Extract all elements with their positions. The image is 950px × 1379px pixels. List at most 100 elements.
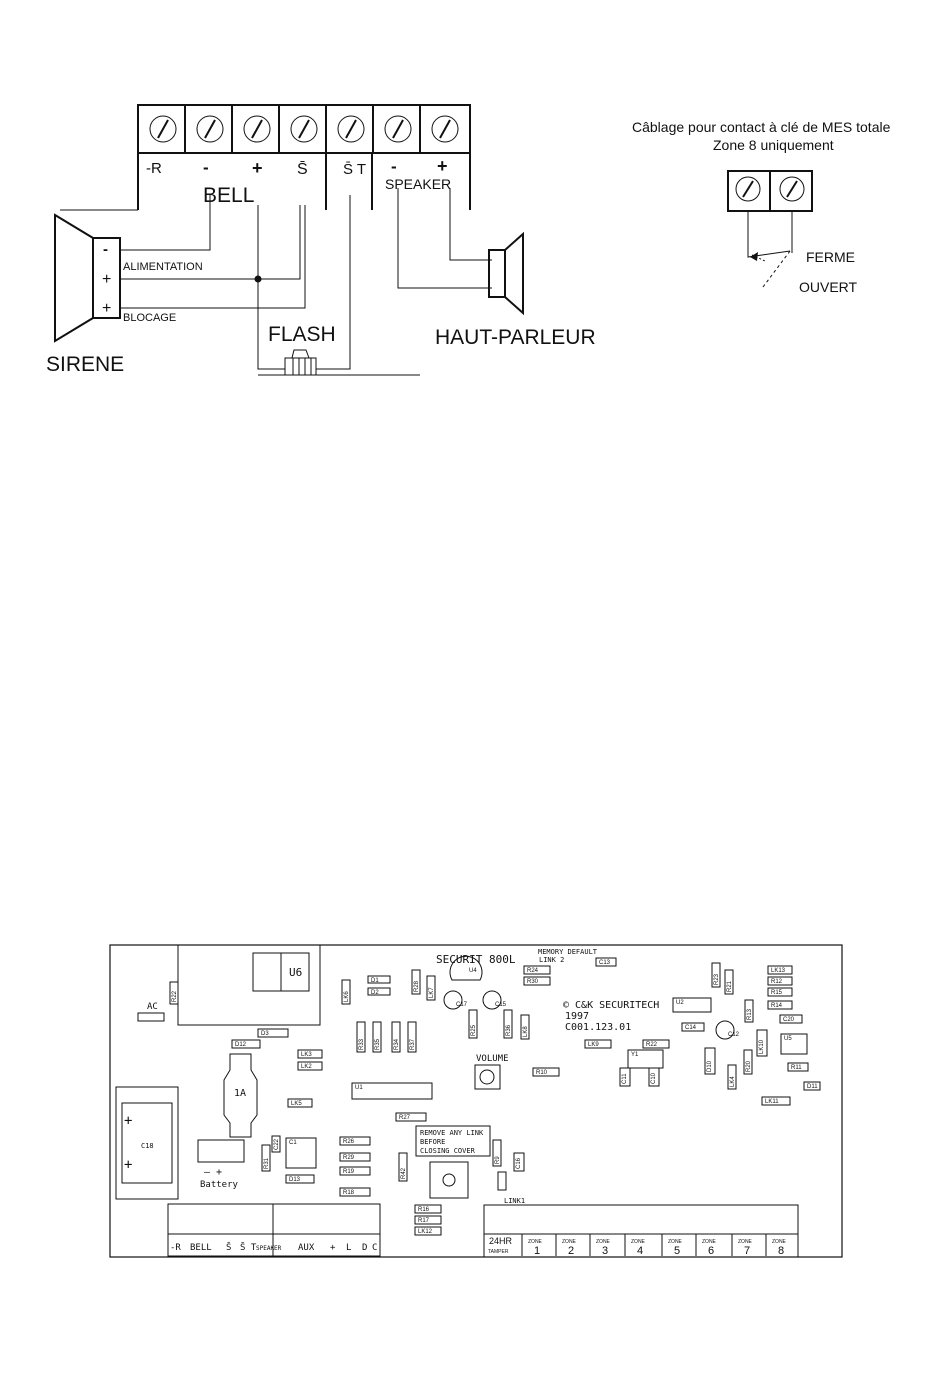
pcb-component: D11 [803, 1081, 821, 1091]
terminal-label-speaker-plus: + [437, 156, 448, 176]
pcb-component-label: R12 [771, 979, 783, 985]
pcb-component-label: R22 [646, 1042, 658, 1048]
svg-text:+: + [124, 1113, 132, 1129]
terminal-label-speaker-minus: - [391, 157, 397, 176]
pcb-component-label: R10 [536, 1070, 548, 1076]
pcb-component-label: C1 [289, 1140, 297, 1146]
pcb-component: R25 [468, 1009, 478, 1039]
pcb-component: LK9 [584, 1039, 612, 1049]
pcb-component-label: LK6 [344, 991, 350, 1002]
pcb-component: D3 [257, 1028, 289, 1038]
pcb-notice-3: CLOSING COVER [420, 1147, 476, 1155]
pcb-component: C12 [715, 1020, 740, 1040]
pcb-component-label: U4 [469, 968, 477, 974]
pcb-component-label: LK2 [301, 1064, 312, 1070]
pcb-component: R42 [398, 1152, 408, 1182]
pcb-component-label: R35 [375, 1038, 381, 1050]
pcb-component: R30 [523, 976, 551, 986]
pcb-zone-number: 1 [534, 1245, 540, 1257]
pcb-fuse: 1A [234, 1088, 246, 1099]
pcb-zone-word: ZONE [596, 1239, 611, 1245]
pcb-component: R34 [391, 1021, 401, 1053]
pcb-component: R20 [743, 1049, 753, 1075]
svg-text:C18: C18 [141, 1142, 154, 1150]
pcb-zone-word: ZONE [631, 1239, 646, 1245]
screw-terminal-icon [184, 105, 224, 153]
pcb-component: LK12 [414, 1226, 442, 1236]
pcb-component: R28 [411, 969, 421, 995]
pcb-zone-number: 8 [778, 1245, 784, 1257]
pcb-tamper-label: TAMPER [488, 1249, 509, 1255]
screw-terminal-icon [278, 105, 318, 153]
pcb-component: R10 [532, 1067, 560, 1077]
pcb-terminal-label: L [346, 1243, 351, 1253]
pcb-component: R15 [767, 987, 793, 997]
pcb-component: R31 [261, 1144, 271, 1172]
pcb-component: LK10 [756, 1029, 768, 1057]
pcb-zone-word: ZONE [702, 1239, 717, 1245]
pcb-component-label: LK13 [771, 968, 786, 974]
pcb-component-label: U5 [784, 1036, 792, 1042]
pcb-terminal-label: AUX [298, 1243, 315, 1253]
screw-terminal-icon [372, 105, 412, 153]
speaker-label: SPEAKER [385, 176, 451, 192]
terminal-label-st: S̄ T [343, 161, 366, 178]
pcb-component: R33 [356, 1021, 366, 1053]
svg-text:+: + [124, 1157, 132, 1173]
pcb-component-label: R15 [771, 990, 783, 996]
alimentation-label: ALIMENTATION [123, 261, 203, 273]
pcb-component-label: C12 [728, 1032, 740, 1038]
pcb-component-label: R14 [771, 1003, 783, 1009]
pcb-zone-number: 7 [744, 1245, 750, 1257]
pcb-component-label: R17 [418, 1218, 430, 1224]
pcb-component-label: R16 [418, 1207, 430, 1213]
pcb-component-label: D3 [261, 1031, 269, 1037]
siren-sign-plus-2: + [102, 300, 111, 317]
pcb-battery-signs: — + [204, 1167, 222, 1178]
pcb-component: R27 [395, 1112, 427, 1122]
pcb-component-label: LK4 [730, 1076, 736, 1087]
terminal-label-r: -R [146, 160, 162, 177]
pcb-battery: Battery [200, 1180, 239, 1190]
pcb-terminal-label: + [330, 1243, 336, 1253]
pcb-component: C14 [681, 1022, 705, 1032]
pcb-component-label: R33 [359, 1038, 365, 1050]
speaker-symbol [488, 231, 524, 316]
pcb-component: R24 [523, 965, 551, 975]
pcb-component: R11 [787, 1062, 809, 1072]
key-switch-caption-1: Câblage pour contact à clé de MES totale [632, 119, 891, 135]
pcb-zone-number: 3 [602, 1245, 608, 1257]
pcb-component: LK4 [727, 1064, 737, 1090]
pcb-notice-1: REMOVE ANY LINK [420, 1129, 484, 1137]
pcb-zone-word: ZONE [528, 1239, 543, 1245]
screw-terminal-icon [325, 105, 365, 153]
pcb-component-label: D1 [371, 978, 379, 984]
pcb-component: R29 [339, 1152, 371, 1162]
screw-terminal-icon [137, 105, 177, 153]
screw-terminal-icon [231, 105, 271, 153]
pcb-component: R17 [414, 1215, 442, 1225]
siren-sign-plus-1: + [102, 271, 111, 288]
pcb-component: R14 [767, 1000, 793, 1010]
pcb-component-label: C10 [651, 1072, 657, 1084]
pcb-component-label: C14 [685, 1025, 697, 1031]
pcb-component-label: R22 [172, 990, 178, 1002]
u6-label: U6 [289, 966, 302, 979]
pcb-component-label: LK11 [765, 1099, 779, 1105]
pcb-terminal-label: C [372, 1243, 377, 1253]
siren-label: SIRENE [46, 353, 124, 376]
pcb-component: R22 [169, 981, 179, 1005]
pcb-component-label: C15 [495, 1002, 507, 1008]
pcb-component-label: D13 [289, 1177, 301, 1183]
pcb-component: C10 [648, 1067, 660, 1087]
pcb-component: C16 [513, 1152, 525, 1172]
pcb-component: R37 [407, 1021, 417, 1053]
pcb-component: D12 [231, 1039, 261, 1049]
pcb-component: R21 [724, 969, 734, 995]
pcb-component-label: R18 [343, 1190, 355, 1196]
key-switch-caption-2: Zone 8 uniquement [713, 137, 834, 153]
pcb-component-label: R23 [714, 973, 720, 985]
pcb-zone-number: 4 [637, 1245, 643, 1257]
terminal-label-minus: - [203, 158, 209, 177]
